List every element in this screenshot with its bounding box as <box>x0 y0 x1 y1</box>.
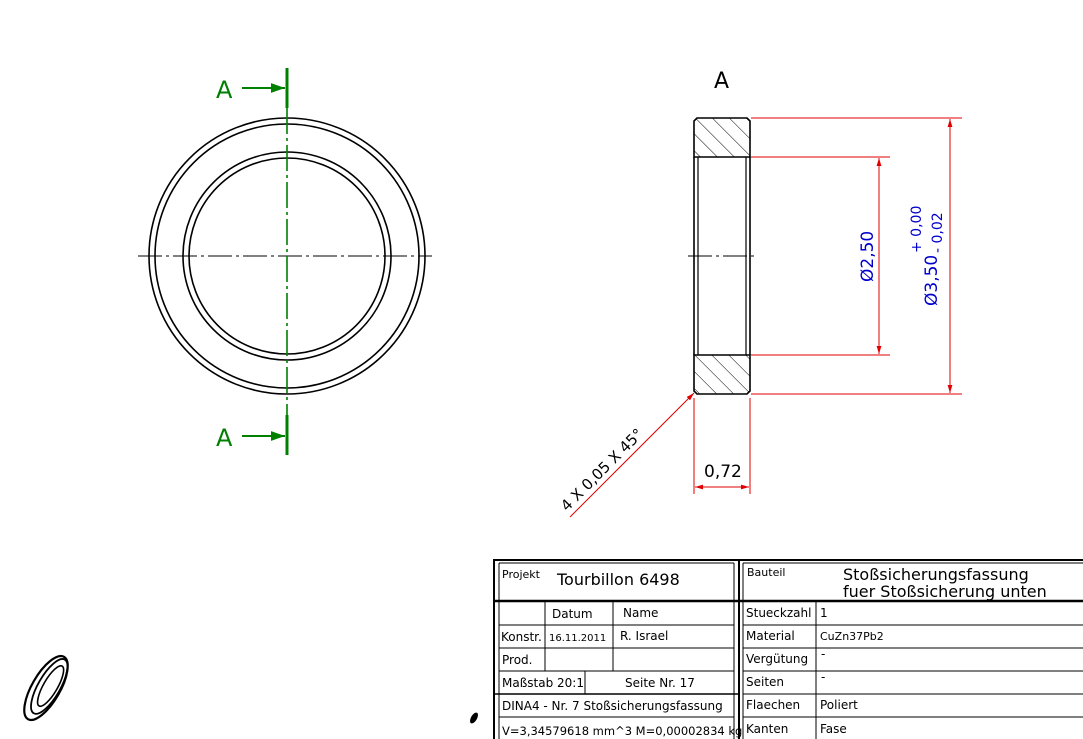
tb-stueckzahl-value: 1 <box>820 606 828 620</box>
section-letter-bottom: A <box>216 424 233 452</box>
small-part-icon <box>470 712 478 724</box>
section-cut-line: A A <box>216 68 289 455</box>
tb-kanten-value: Fase <box>820 722 847 736</box>
front-view <box>138 117 432 395</box>
tb-projekt-value: Tourbillon 6498 <box>556 570 680 589</box>
tb-bauteil-value-1: Stoßsicherungsfassung <box>843 565 1029 584</box>
tb-kanten-label: Kanten <box>746 722 788 736</box>
tb-prod-label: Prod. <box>502 653 532 667</box>
title-block-frame <box>493 559 1083 739</box>
section-view-label: A <box>714 69 729 94</box>
title-block: Projekt Tourbillon 6498 Datum Name Konst… <box>493 559 1083 739</box>
dim-tolerance-lower: - 0,02 <box>930 212 946 253</box>
tb-flaechen-label: Flaechen <box>746 698 800 712</box>
ring-iso-icon <box>23 654 69 722</box>
dim-width: 0,72 <box>704 462 742 482</box>
tb-material-value: CuZn37Pb2 <box>820 630 884 643</box>
tb-seiten-value: - <box>821 670 825 684</box>
tb-projekt-label: Projekt <box>502 568 541 581</box>
tb-massstab: Maßstab 20:1 <box>502 676 584 690</box>
section-letter-top: A <box>216 76 233 104</box>
tb-name-label: Name <box>623 606 658 620</box>
tb-stueckzahl-label: Stueckzahl <box>746 606 811 620</box>
tb-konstr-datum: 16.11.2011 <box>549 633 606 644</box>
tb-volume-mass: V=3,34579618 mm^3 M=0,00002834 kg <box>502 724 742 738</box>
tb-konstr-label: Konstr. <box>501 630 542 644</box>
dim-chamfer: 4 X 0,05 X 45° <box>557 425 647 515</box>
tb-konstr-name: R. Israel <box>620 629 668 643</box>
tb-flaechen-value: Poliert <box>820 698 858 712</box>
tb-seiten-label: Seiten <box>746 675 784 689</box>
chamfer-leader <box>569 392 695 518</box>
tb-verguetung-value: - <box>821 647 825 661</box>
hatch-bottom <box>693 354 751 395</box>
tb-datum-label: Datum <box>552 607 593 621</box>
dim-tolerance-upper: + 0,00 <box>909 206 925 253</box>
tb-bauteil-value-2: fuer Stoßsicherung unten <box>843 582 1047 601</box>
hatch-top <box>693 117 751 158</box>
tb-seite: Seite Nr. 17 <box>625 676 695 690</box>
dim-outer-diameter: Ø3,50 <box>922 255 942 306</box>
tb-bauteil-label: Bauteil <box>747 566 785 579</box>
dim-inner-diameter: Ø2,50 <box>858 231 878 282</box>
section-view: A Ø2,50 Ø3,50 + 0,00 - 0,02 0,72 4 X 0,0… <box>557 69 962 518</box>
tb-verguetung-label: Vergütung <box>746 652 808 666</box>
tb-material-label: Material <box>746 629 795 643</box>
tb-format-note: DINA4 - Nr. 7 Stoßsicherungsfassung <box>502 699 723 713</box>
